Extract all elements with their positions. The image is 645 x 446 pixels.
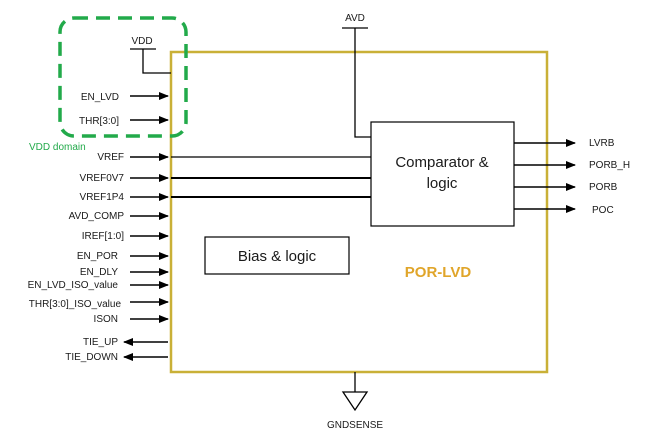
pin-label-avd-comp: AVD_COMP: [69, 211, 125, 222]
vdd-supply-wire: [142, 49, 171, 74]
pin-label-vref: VREF: [97, 152, 124, 163]
comparator-label-line1: Comparator &: [395, 154, 488, 171]
avd-supply-label: AVD: [345, 13, 365, 24]
pin-label-tie-up: TIE_UP: [83, 337, 118, 348]
pin-label-tie-down: TIE_DOWN: [65, 352, 118, 363]
pin-label-lvrb: LVRB: [589, 138, 615, 149]
pin-label-en-por: EN_POR: [77, 251, 118, 262]
gndsense-ground-symbol: [341, 391, 369, 412]
vdd-domain-boundary: [58, 16, 188, 138]
pin-label-en-dly: EN_DLY: [80, 267, 118, 278]
pin-label-porb: PORB: [589, 182, 618, 193]
pin-label-en-lvd-iso: EN_LVD_ISO_value: [28, 280, 119, 291]
pin-label-iref: IREF[1:0]: [82, 231, 124, 242]
vdd-domain-label: VDD domain: [29, 142, 86, 153]
pin-label-porb-h: PORB_H: [589, 160, 630, 171]
comparator-logic-box: [370, 121, 515, 227]
comparator-label-line2: logic: [427, 175, 458, 192]
pin-label-vref1p4: VREF1P4: [80, 192, 125, 203]
pin-label-vref0v7: VREF0V7: [80, 173, 125, 184]
bias-logic-label: Bias & logic: [238, 248, 317, 265]
pin-label-thr: THR[3:0]: [79, 116, 119, 127]
pin-label-poc: POC: [592, 205, 614, 216]
vdd-supply-label: VDD: [131, 36, 152, 47]
gndsense-label: GNDSENSE: [327, 420, 383, 431]
pin-label-thr-iso: THR[3:0]_ISO_value: [29, 299, 122, 310]
pin-label-en-lvd: EN_LVD: [81, 92, 119, 103]
block-title: POR-LVD: [405, 264, 472, 281]
pin-label-ison: ISON: [94, 314, 118, 325]
avd-supply-wire: [354, 28, 371, 138]
por-lvd-block-outline: [169, 50, 549, 374]
bias-logic-box: [204, 236, 350, 275]
